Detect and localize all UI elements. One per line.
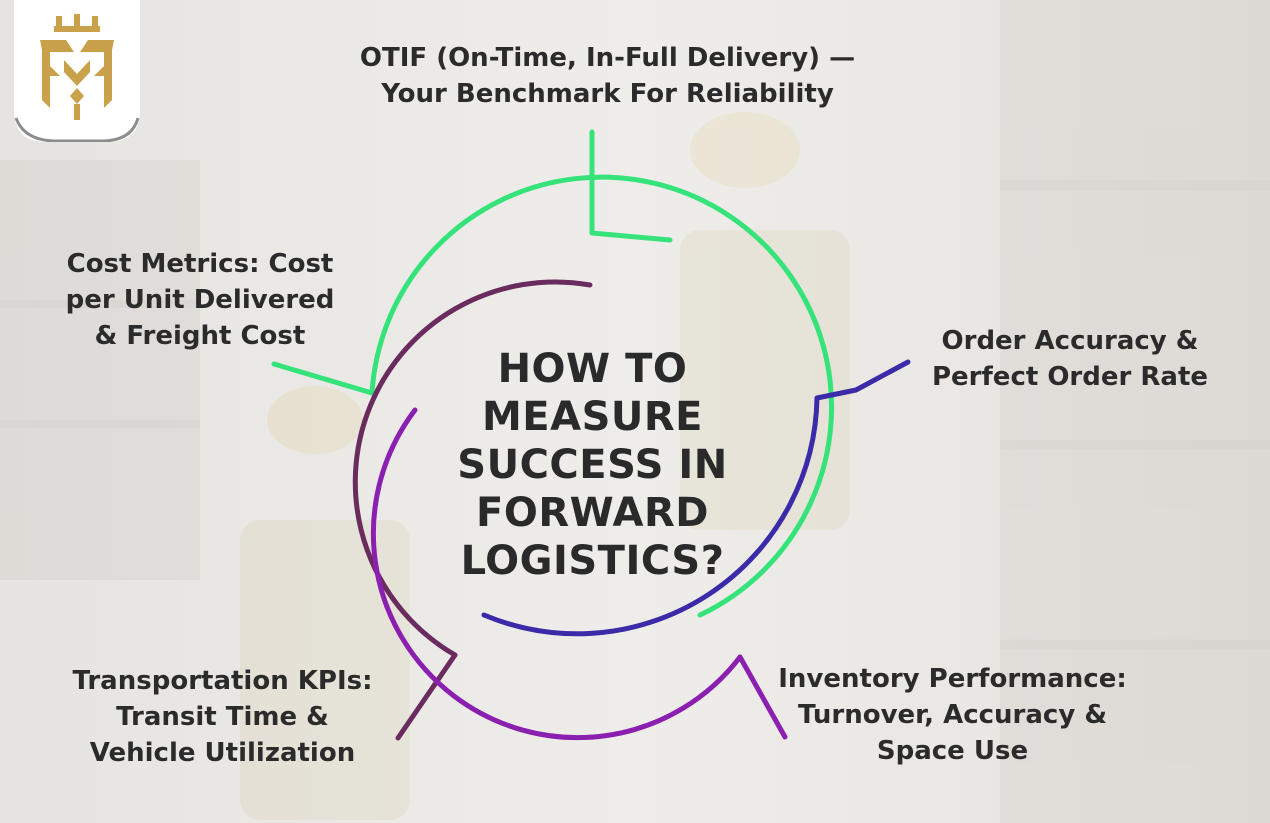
center-title-line: SUCCESS IN <box>457 442 728 488</box>
transport-connector <box>395 652 458 741</box>
cost-connector <box>271 361 375 396</box>
cost-label-line: Cost Metrics: Cost <box>66 249 334 279</box>
inventory-label-line: Turnover, Accuracy & <box>797 700 1107 730</box>
indigo-ring-arc <box>481 395 820 637</box>
inventory-label-line: Space Use <box>876 736 1029 766</box>
cost-label-line: per Unit Delivered <box>65 285 335 315</box>
order-label-line: Perfect Order Rate <box>931 362 1209 392</box>
transport-label-line: Transportation KPIs: <box>72 666 373 696</box>
inventory-performance-label: Inventory Performance: Turnover, Accurac… <box>760 661 1145 769</box>
crown-monogram-logo <box>14 0 140 143</box>
otif-label: OTIF (On-Time, In-Full Delivery) — Your … <box>330 40 885 112</box>
inventory-label-line: Inventory Performance: <box>778 664 1127 694</box>
cost-metrics-label: Cost Metrics: Cost per Unit Delivered & … <box>40 246 360 354</box>
transport-label-line: Transit Time & <box>116 702 329 732</box>
otif-label-line: Your Benchmark For Reliability <box>381 79 834 109</box>
center-title-line: MEASURE <box>482 394 703 440</box>
purple-ring-arc <box>370 407 743 741</box>
cost-label-line: & Freight Cost <box>94 321 306 351</box>
order-connector <box>814 359 911 401</box>
center-title-line: LOGISTICS? <box>460 538 725 584</box>
green-ring-arc <box>369 174 835 618</box>
plum-ring-arc <box>352 279 593 658</box>
center-title-line: FORWARD <box>476 490 709 536</box>
center-title-line: HOW TO <box>497 346 688 392</box>
center-title: HOW TO MEASURE SUCCESS IN FORWARD LOGIST… <box>440 345 745 585</box>
transportation-kpis-label: Transportation KPIs: Transit Time & Vehi… <box>55 663 390 771</box>
order-accuracy-label: Order Accuracy & Perfect Order Rate <box>915 323 1225 395</box>
order-label-line: Order Accuracy & <box>941 326 1199 356</box>
transport-label-line: Vehicle Utilization <box>89 738 356 768</box>
inventory-connector <box>737 654 788 740</box>
otif-label-line: OTIF (On-Time, In-Full Delivery) — <box>359 43 856 73</box>
otif-connector <box>589 129 673 243</box>
